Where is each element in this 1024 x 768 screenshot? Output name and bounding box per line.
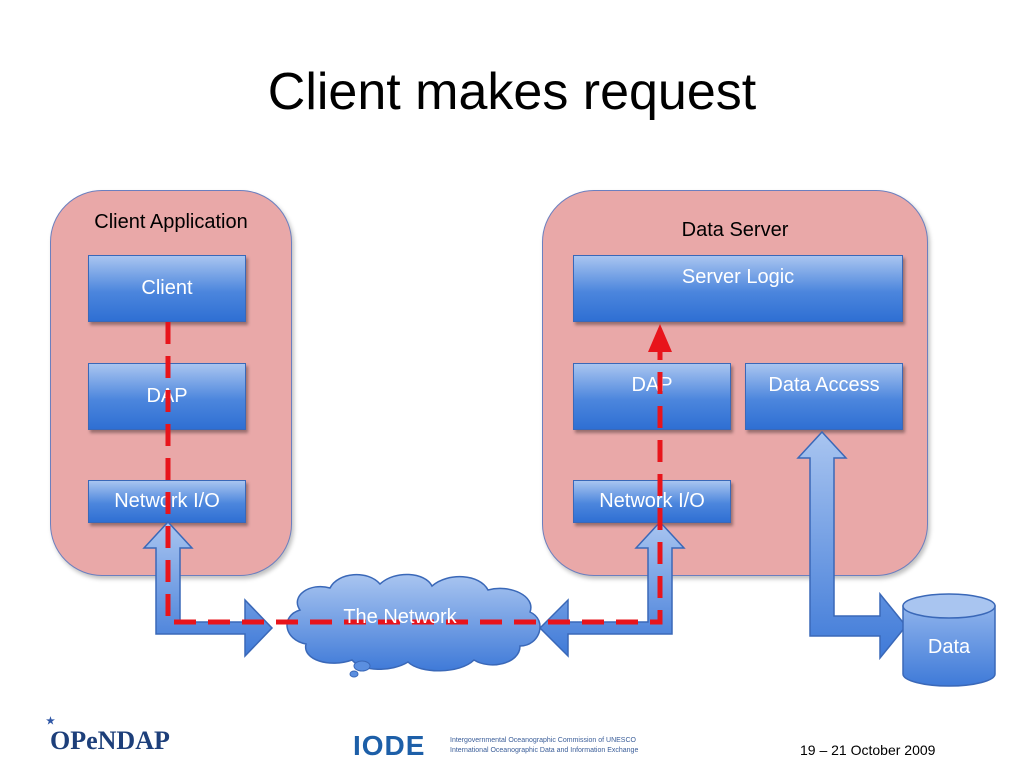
data-access-box: Data Access [745, 363, 903, 430]
data-storage-cylinder [902, 593, 996, 687]
network-label: The Network [343, 606, 457, 628]
iode-logo: IODE [353, 730, 426, 761]
client-network-io-box: Network I/O [88, 480, 246, 523]
iode-caption: Intergovernmental Oceanographic Commissi… [450, 737, 639, 754]
request-path [165, 322, 663, 625]
server-network-io-box: Network I/O [573, 480, 731, 523]
server-logic-box: Server Logic [573, 255, 903, 322]
request-arrowhead [648, 324, 672, 352]
star-icon: ★ [46, 716, 55, 727]
client-box: Client [88, 255, 246, 322]
data-label: Data [927, 636, 971, 658]
data-server-label: Data Server [681, 219, 789, 241]
client-network-arrow [142, 520, 274, 658]
opendap-logo: ★ OPeNDAP [46, 716, 170, 755]
slide-date: 19 – 21 October 2009 [800, 742, 936, 758]
slide-title: Client makes request [267, 63, 757, 121]
data-access-arrow [796, 430, 907, 661]
client-application-label: Client Application [94, 211, 248, 233]
